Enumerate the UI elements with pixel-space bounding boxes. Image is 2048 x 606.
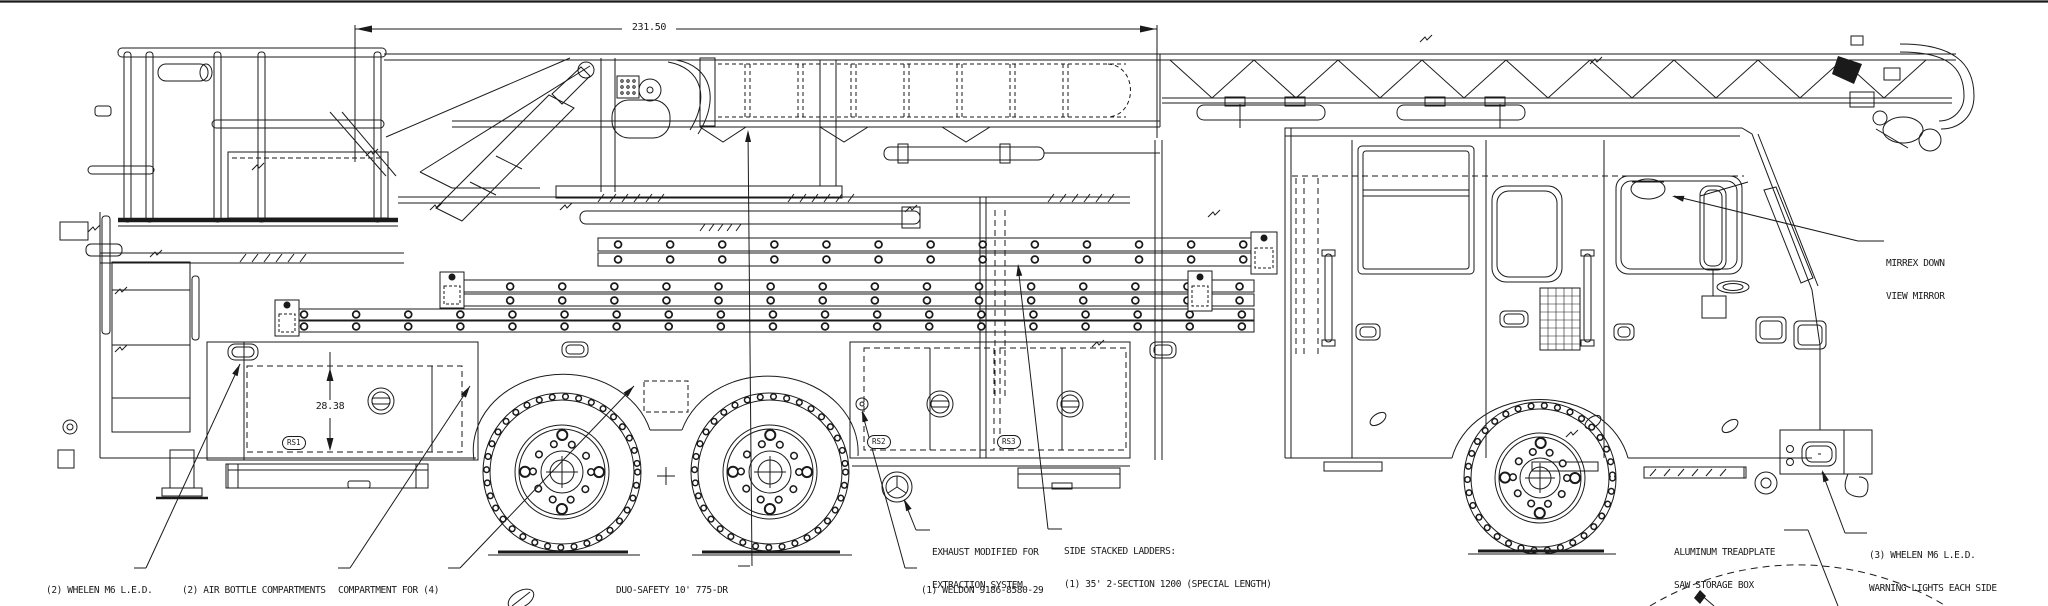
tag-rs2: RS2: [867, 435, 891, 449]
downview-mirror: [1630, 178, 1666, 200]
bumper-warning-light: [1801, 441, 1837, 467]
cab: [1284, 127, 1873, 498]
callout-exhaust: EXHAUST MODIFIED FOR EXTRACTION SYSTEM: [932, 547, 1039, 591]
saw-storage-circle: [1649, 564, 1947, 606]
rear-wheel-1: [482, 392, 642, 552]
dimension-overall-length-text: 231.50: [622, 22, 676, 34]
tag-rs1: RS1: [282, 436, 306, 450]
rear-wheel-2: [690, 392, 850, 552]
compartment-rs2-rs3: [849, 341, 1131, 459]
rear-wheels: [482, 392, 852, 556]
stabilizer-warning-light: [227, 343, 259, 361]
truck-body: [57, 140, 1278, 503]
directional-marker-light: [855, 397, 869, 411]
exhaust-outlet: [881, 471, 913, 503]
dimension-overall-length: [354, 25, 1158, 162]
callout-front-warning-lights: (3) WHELEN M6 L.E.D. WARNING LIGHTS EACH…: [1869, 550, 1997, 594]
callout-directional-marker-light: (1) WELDON 9186-8580-29 L.E.D. DIRECTION…: [921, 585, 1044, 596]
misc-details: [87, 34, 1947, 606]
stowed-roof-ladder: [718, 63, 1131, 118]
callout-stabilizer-warning-lights: (2) WHELEN M6 L.E.D. STABILIZER WARNING …: [46, 585, 153, 596]
aerial-boom: [384, 35, 1975, 232]
aerial-platform: [59, 47, 398, 241]
boom-tip: [1832, 35, 1975, 152]
callout-side-stacked-ladders: SIDE STACKED LADDERS: (1) 35' 2-SECTION …: [1064, 546, 1272, 590]
dimension-compartment-height-text: 28.38: [306, 401, 354, 413]
side-stacked-ladders: [274, 231, 1278, 337]
tag-rs3: RS3: [997, 435, 1021, 449]
stabilizer-jack: [156, 449, 208, 500]
west-coast-mirror: [1699, 181, 1749, 319]
callout-leaders: [134, 130, 1884, 606]
dimension-compartment-height: [326, 352, 334, 451]
turntable: [555, 57, 843, 199]
callout-compartment-for-four: COMPARTMENT FOR (4) AIR BOTTLES EACH SID…: [338, 585, 440, 596]
callout-air-bottle-compartments: (2) AIR BOTTLE COMPARTMENTS WITH 7.75" R…: [182, 585, 326, 596]
elevation-cylinder: [435, 61, 595, 222]
callout-saw-storage-box: ALUMINUM TREADPLATE SAW STORAGE BOX 36"L…: [1674, 547, 1776, 591]
compartment-rs1: [206, 341, 479, 461]
ladder-brackets: [274, 231, 1278, 337]
intercom-grille: [1539, 287, 1581, 351]
callout-mirror: MIRREX DOWN VIEW MIRROR: [1886, 258, 1945, 302]
front-bumper: [1754, 429, 1873, 498]
callout-roof-ladder: DUO-SAFETY 10' 775-DR ROOF LADDER MOUNTE…: [616, 585, 728, 596]
front-wheel: [1463, 401, 1617, 555]
